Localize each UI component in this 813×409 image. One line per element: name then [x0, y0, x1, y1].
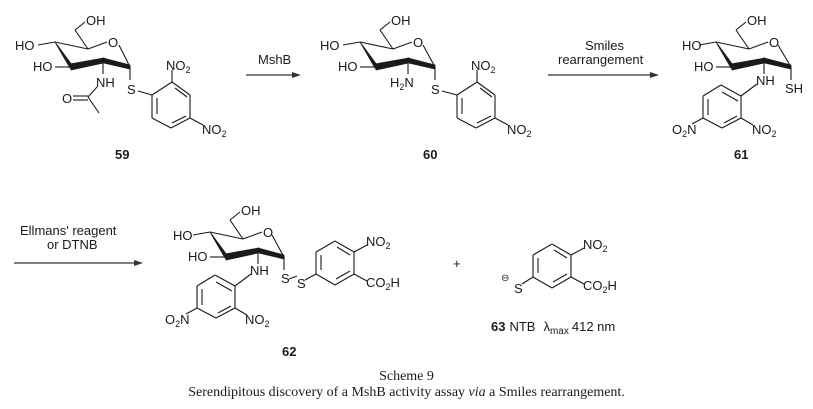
compound-62-structure [185, 211, 368, 319]
compound-63-number: 63 [491, 319, 505, 334]
compound-59-no2-para: NO2 [202, 122, 227, 139]
compound-62-ho-label-1: HO [173, 228, 193, 243]
compound-60-ho-label-1: HO [320, 38, 340, 53]
compound-62-co2h: CO2H [366, 275, 400, 292]
compound-60-oh-label: OH [391, 13, 411, 28]
compound-60-number: 60 [423, 147, 437, 162]
compound-60-sulfur: S [431, 82, 440, 97]
compound-59-sulfur: S [127, 82, 136, 97]
compound-59-ho-label-1: HO [15, 38, 35, 53]
compound-60-no2-para: NO2 [507, 122, 532, 139]
arrow-3-head [134, 260, 143, 266]
compound-59-oh-label: OH [86, 13, 106, 28]
lambda-symbol: λ [543, 319, 550, 334]
compound-61-oh-label: OH [747, 13, 767, 28]
compound-62-no2-aryl: NO2 [366, 234, 391, 251]
plus-sign: + [453, 256, 461, 271]
compound-61-no2-ortho: NO2 [752, 122, 777, 139]
arrow-3-reagent-line1: Ellmans' reagent [20, 223, 117, 238]
arrow-2-reagent-line2: rearrangement [558, 52, 644, 67]
compound-61-sh-label: SH [785, 81, 803, 96]
compound-62-sulfur-2: S [297, 276, 306, 291]
compound-62-ho-label-2: HO [188, 249, 208, 264]
compound-61-ring-oxygen: O [769, 35, 779, 50]
compound-59-ho-label-2: HO [33, 59, 53, 74]
compound-63-sulfur: S [514, 281, 523, 296]
lambda-subscript: max [550, 326, 569, 337]
compound-60-ho-label-2: HO [338, 59, 358, 74]
compound-59-number: 59 [115, 147, 129, 162]
compound-60-ring-oxygen: O [413, 35, 423, 50]
compound-63-co2h: CO2H [583, 278, 617, 295]
compound-60-nh2-label: H2N [390, 75, 414, 92]
compound-61-number: 61 [734, 147, 748, 162]
compound-61-ho-label-2: HO [694, 59, 714, 74]
caption-text-before: Serendipitous discovery of a MshB activi… [188, 385, 469, 400]
caption-text-italic: via [468, 385, 486, 400]
arrow-3-reagent-line2: or DTNB [47, 237, 98, 252]
compound-61-o2n-para: O2N [672, 122, 697, 139]
compound-63-wavelength: 412 nm [572, 319, 615, 334]
compound-59-no2-ortho: NO2 [166, 58, 191, 75]
scheme-title: Scheme 9 [379, 369, 434, 384]
compound-63-structure [521, 243, 585, 289]
compound-63-name: NTB [509, 319, 535, 334]
compound-62-sulfur-1: S [281, 271, 290, 286]
compound-61-nh-label: NH [756, 73, 775, 88]
compound-59-ring-oxygen: O [108, 35, 118, 50]
compound-61-ho-label-1: HO [682, 38, 702, 53]
compound-62-nh-label: NH [250, 263, 269, 278]
compound-62-number: 62 [282, 344, 296, 359]
compound-62-o2n-para: O2N [165, 312, 190, 329]
scheme-caption: Serendipitous discovery of a MshB activi… [0, 385, 813, 401]
compound-60-no2-ortho: NO2 [471, 58, 496, 75]
compound-62-oh-label: OH [241, 203, 261, 218]
negative-charge-icon: ⊖ [501, 273, 509, 284]
compound-59-carbonyl-oxygen: O [62, 91, 72, 106]
compound-62-no2-ortho: NO2 [245, 312, 270, 329]
caption-text-after: a Smiles rearrangement. [485, 385, 625, 400]
arrow-2-reagent-line1: Smiles [585, 38, 625, 53]
arrow-1-reagent: MshB [258, 52, 291, 67]
compound-62-ring-oxygen: O [263, 225, 273, 240]
compound-60-structure [342, 21, 509, 129]
compound-61-structure [691, 21, 792, 129]
compound-59-nh-label: NH [96, 75, 115, 90]
compound-63-no2: NO2 [583, 237, 608, 254]
arrow-1-head [292, 72, 301, 78]
arrow-2-head [650, 72, 659, 78]
compound-59-structure [37, 21, 204, 129]
